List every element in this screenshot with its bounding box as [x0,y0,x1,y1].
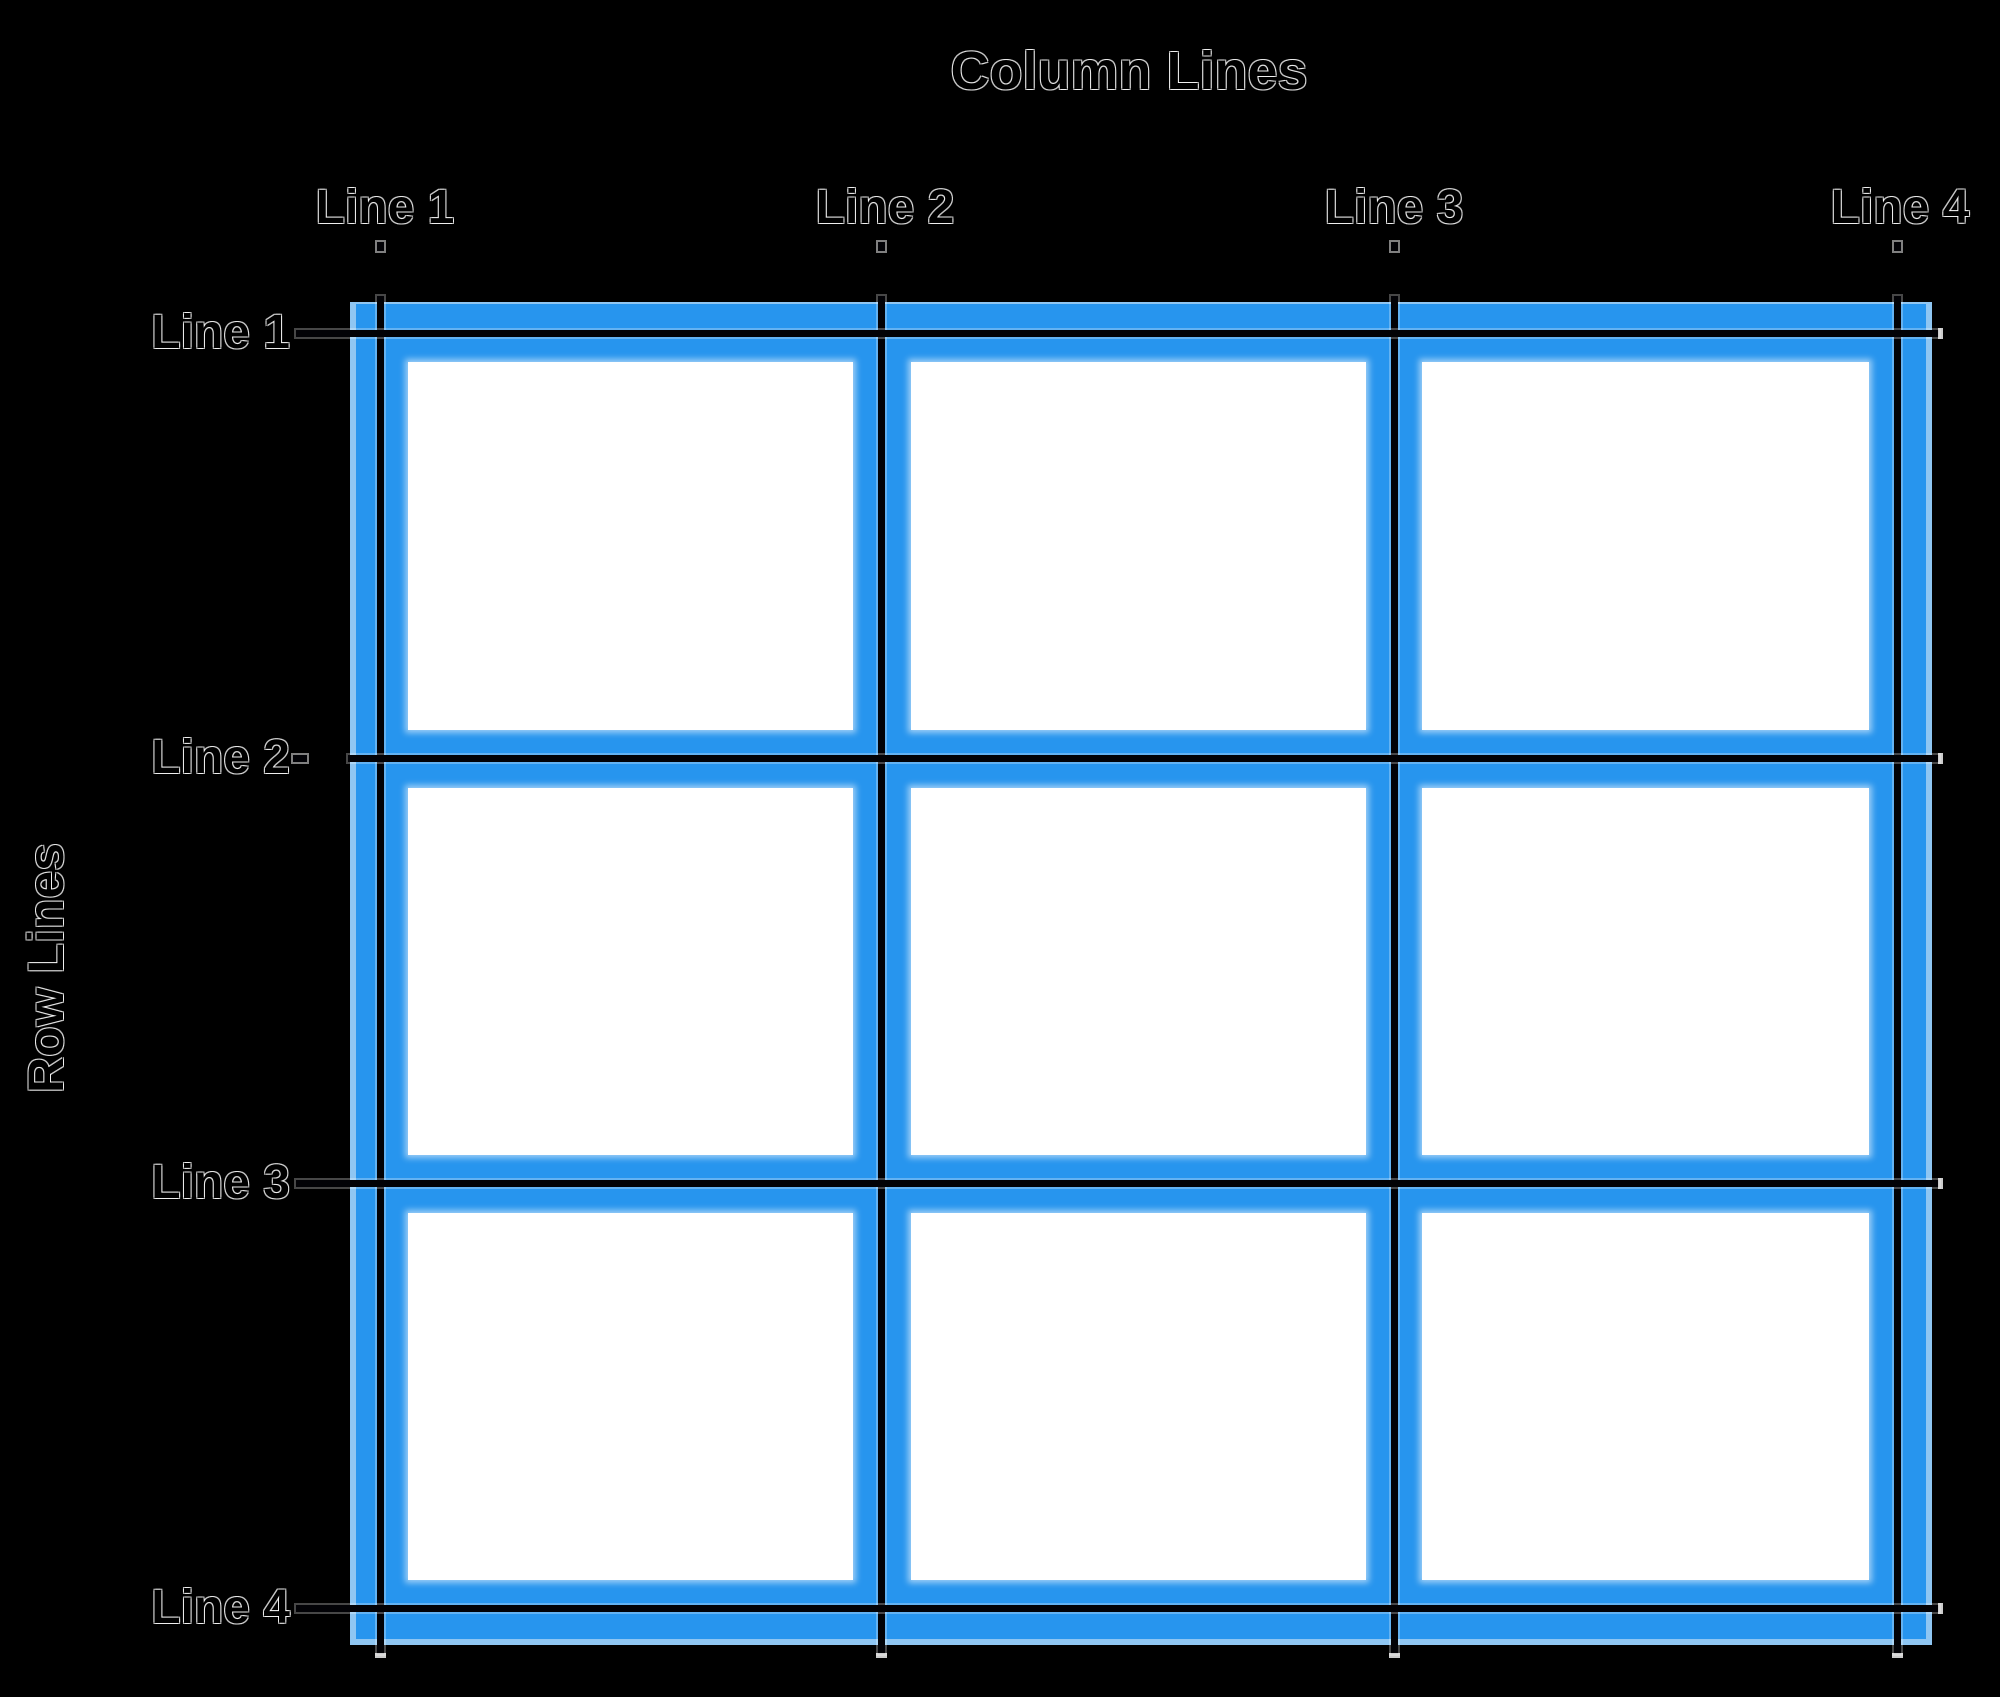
grid-cell [1422,788,1869,1155]
row-line-label-2: Line 2 [151,731,290,784]
row-grid-line-2 [348,753,1943,764]
column-line-label-2: Line 2 [815,181,955,234]
column-line-label-4: Line 4 [1830,181,1970,234]
grid-cell [408,362,853,730]
row-leader-dash-2 [293,755,307,762]
column-grid-line-1 [375,296,386,1658]
column-lines-title: Column Lines [950,41,1308,101]
row-grid-line-4 [296,1603,1943,1614]
column-leader-tick-4 [1894,242,1901,251]
column-line-label-3: Line 3 [1324,181,1464,234]
row-line-label-4: Line 4 [151,1581,290,1634]
column-leader-tick-2 [878,242,885,251]
column-grid-line-3 [1389,296,1400,1658]
row-line-label-1: Line 1 [151,306,290,359]
column-grid-line-2 [876,296,887,1658]
column-leader-tick-3 [1391,242,1398,251]
row-grid-line-1 [296,328,1943,339]
column-leader-tick-1 [377,242,384,251]
grid-cell [1422,362,1869,730]
grid-container [350,302,1932,1645]
grid-cell [408,788,853,1155]
grid-cell [1422,1213,1869,1580]
grid-cell [408,1213,853,1580]
column-grid-line-4 [1892,296,1903,1658]
row-line-label-3: Line 3 [151,1156,290,1209]
row-lines-axis-title: Row Lines [18,842,74,1094]
grid-cell [911,362,1366,730]
row-grid-line-3 [296,1178,1943,1189]
grid-cell [911,1213,1366,1580]
grid-cell [911,788,1366,1155]
column-line-label-1: Line 1 [315,181,455,234]
